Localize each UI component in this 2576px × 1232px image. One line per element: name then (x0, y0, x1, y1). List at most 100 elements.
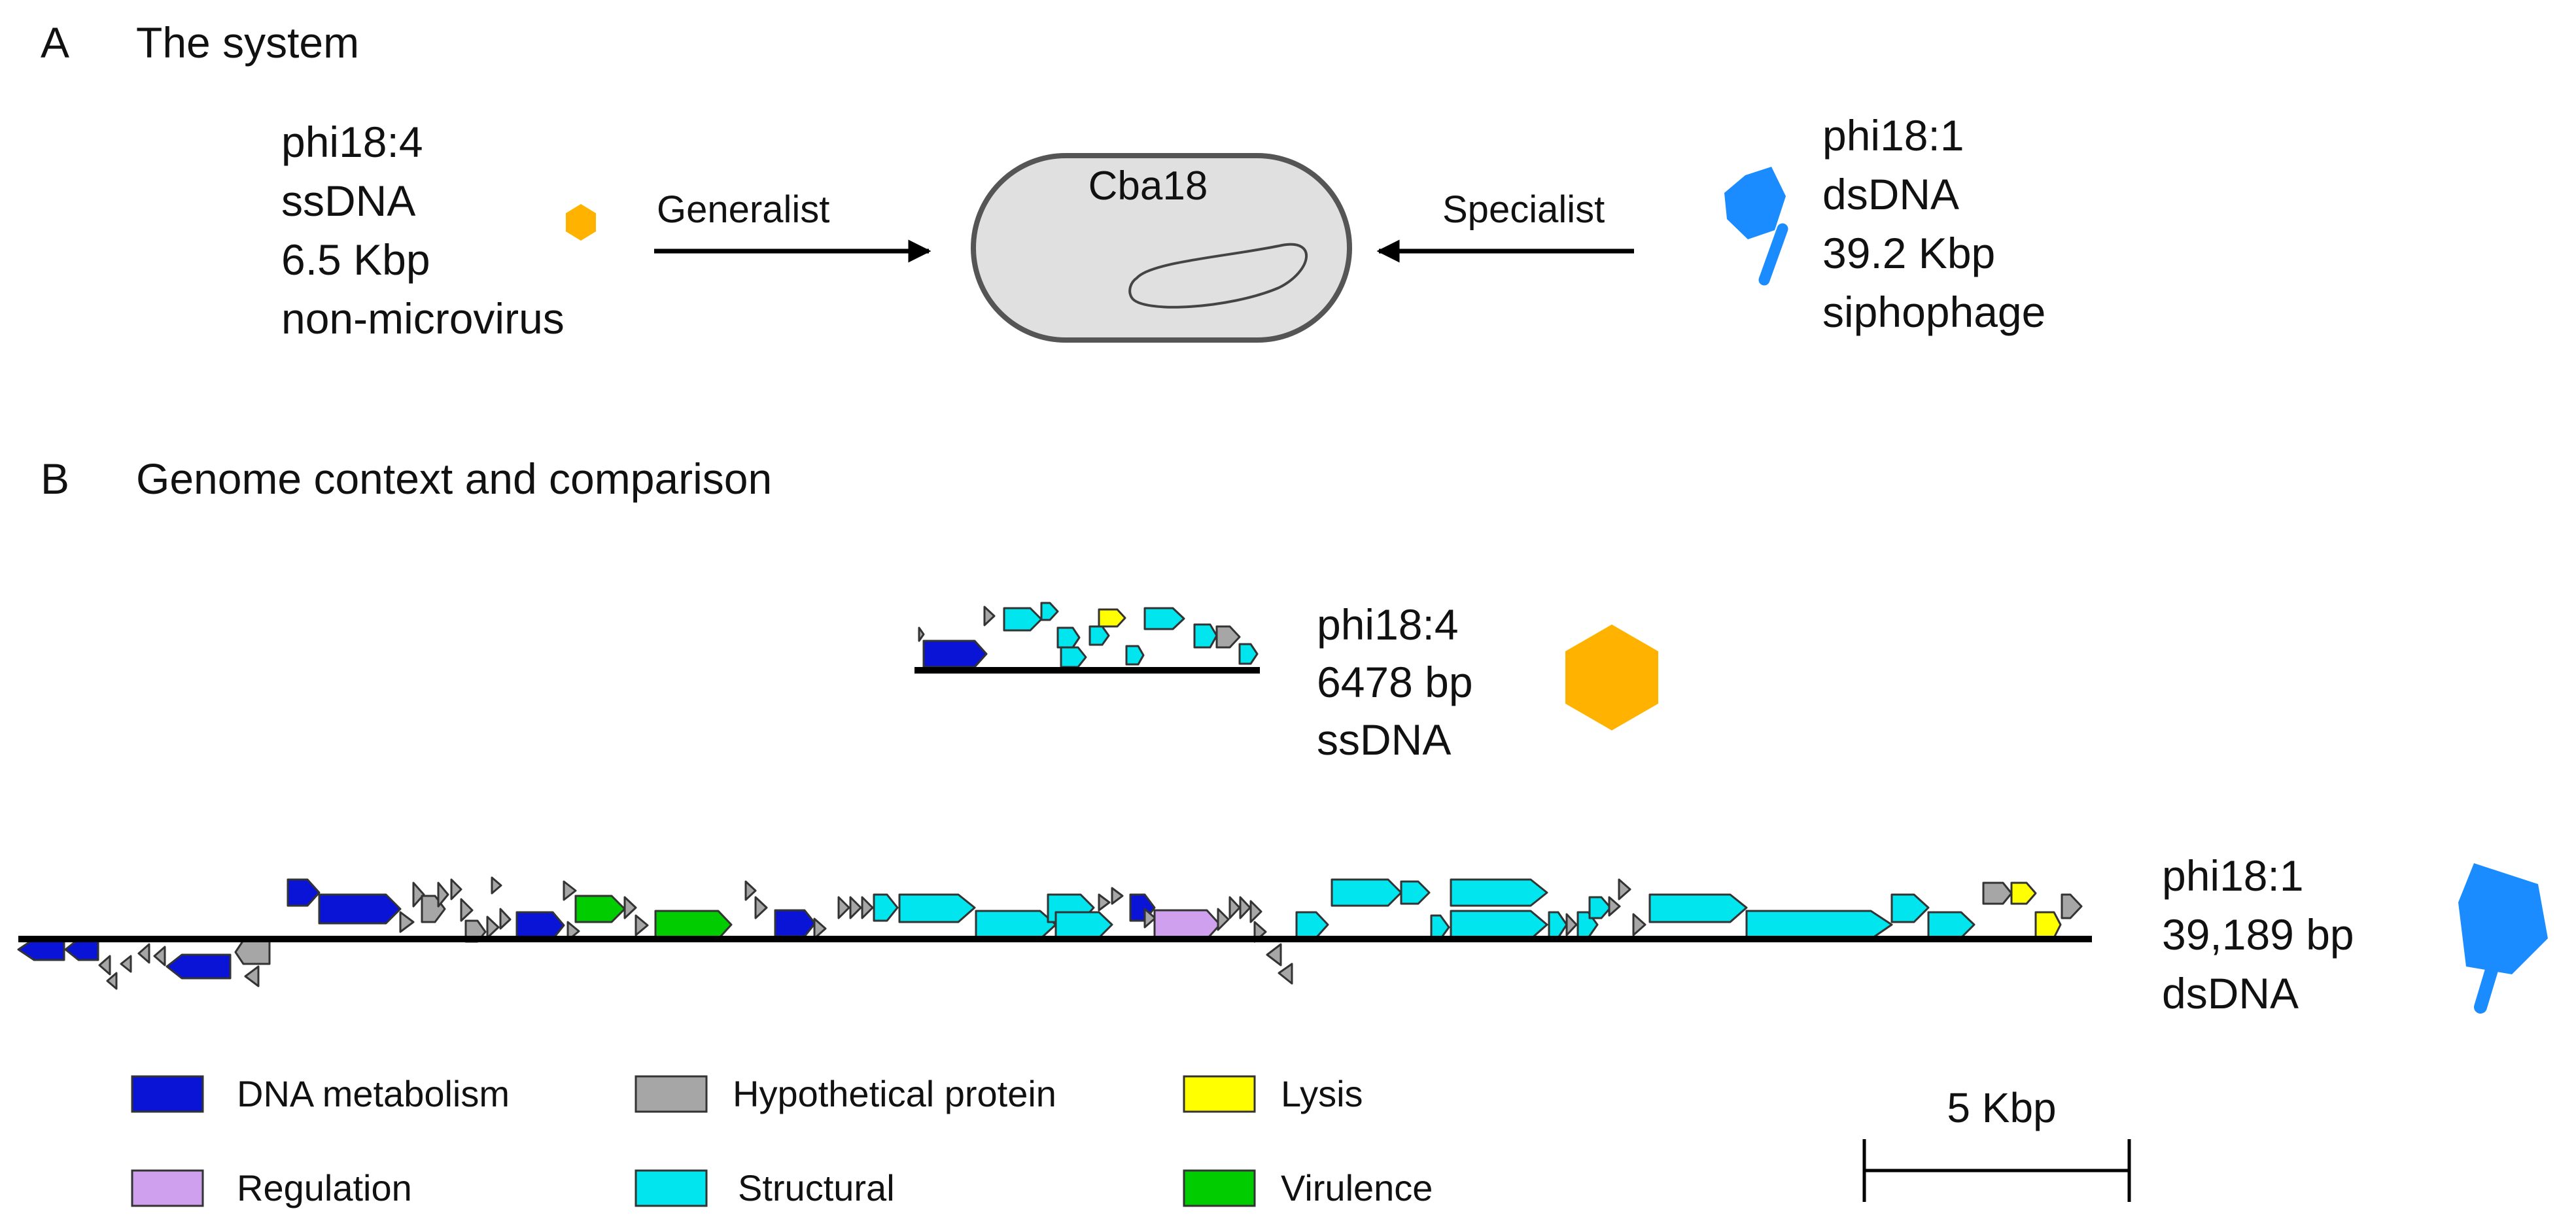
gene-hypothetical (1215, 625, 1241, 649)
panel-a-title: The system (136, 18, 359, 67)
legend-item-regulation: Regulation (131, 1167, 412, 1208)
gene-structural (1450, 878, 1548, 907)
phi18-1-genome-type: dsDNA (2162, 969, 2299, 1018)
panel-b-title: Genome context and comparison (136, 454, 772, 503)
gene-hypothetical (849, 896, 862, 919)
ssdna-phage-hexagon-icon (1565, 625, 1658, 730)
gene-hypothetical (563, 880, 577, 901)
gene-structural (873, 893, 899, 922)
legend-label-hypothetical-protein: Hypothetical protein (733, 1073, 1056, 1114)
gene-hypothetical (1565, 913, 1578, 936)
phage-right-size: 39.2 Kbp (1822, 229, 1995, 277)
legend-item-lysis: Lysis (1183, 1073, 1363, 1114)
legend-item-virulence: Virulence (1183, 1167, 1433, 1208)
gene-hypothetical (491, 876, 502, 895)
gene-hypothetical (1618, 878, 1631, 900)
gene-structural (1143, 607, 1185, 630)
panel-b-letter: B (41, 454, 69, 503)
genome-map-phi18-4 (914, 602, 1260, 674)
gene-lysis (2034, 911, 2062, 939)
gene-virulence (654, 910, 733, 940)
gene-hypothetical (460, 898, 474, 922)
gene-dna-metabolism (922, 640, 988, 668)
phage-left-name: phi18:4 (281, 118, 423, 166)
specialist-label: Specialist (1442, 188, 1605, 231)
siphophage-tail (1758, 223, 1788, 286)
legend-swatch-dna-metabolism (131, 1075, 204, 1113)
gene-structural (1745, 910, 1893, 940)
siphophage-tail (2474, 961, 2499, 1014)
gene-hypothetical (2061, 893, 2083, 919)
gene-hypothetical (1278, 963, 1293, 985)
phage-left-genome-type: ssDNA (281, 177, 415, 225)
gene-hypothetical (1098, 893, 1111, 912)
phi18-4-name: phi18:4 (1317, 600, 1459, 649)
legend-swatch-virulence (1183, 1169, 1256, 1207)
legend-swatch-lysis (1183, 1075, 1256, 1113)
scale-bar-label: 5 Kbp (1947, 1084, 2056, 1131)
gene-hypothetical (623, 896, 637, 919)
gene-hypothetical (918, 626, 925, 642)
gene-structural (1056, 626, 1081, 649)
gene-hypothetical (744, 880, 757, 901)
legend-swatch-hypothetical-protein (635, 1075, 708, 1113)
gene-virulence (574, 895, 626, 923)
phage-left-info: phi18:4 ssDNA 6.5 Kbp non-microvirus (281, 118, 565, 343)
panel-a-letter: A (41, 18, 69, 67)
phage-right-info: phi18:1 dsDNA 39.2 Kbp siphophage (1822, 111, 2045, 336)
legend-label-regulation: Regulation (237, 1167, 412, 1208)
gene-structural (1331, 878, 1402, 907)
panel-a: A The system phi18:4 ssDNA 6.5 Kbp non-m… (41, 18, 2045, 343)
gene-structural (1193, 623, 1218, 649)
gene-hypothetical (1143, 908, 1157, 929)
gene-hypothetical (1632, 913, 1646, 936)
legend-swatch-regulation (131, 1169, 204, 1207)
gene-hypothetical (1239, 896, 1251, 919)
gene-hypothetical (1228, 896, 1241, 919)
phage-left-class: non-microvirus (281, 294, 565, 343)
ssdna-phage-hexagon-icon (566, 204, 596, 241)
gene-hypothetical (234, 939, 271, 965)
gene-structural (1003, 607, 1043, 632)
gene-lysis (1098, 608, 1126, 628)
legend-label-dna-metabolism: DNA metabolism (237, 1073, 510, 1114)
siphophage-capsid (2458, 863, 2548, 974)
gene-hypothetical (983, 606, 996, 626)
gene-dna-metabolism (515, 911, 565, 940)
gene-structural (1588, 896, 1612, 919)
gene-hypothetical (837, 896, 850, 919)
host-cell-body (971, 153, 1352, 343)
host-chromosome (1128, 243, 1308, 309)
gene-hypothetical (486, 915, 500, 939)
legend-swatch-structural (635, 1169, 708, 1207)
gene-dna-metabolism (774, 909, 816, 938)
gene-structural (1450, 910, 1548, 940)
phage-right-class: siphophage (1822, 288, 2045, 336)
gene-hypothetical (153, 946, 166, 967)
gene-dna-metabolism (287, 878, 321, 907)
phage-left-size: 6.5 Kbp (281, 235, 430, 284)
scale-bar: 5 Kbp (1862, 1084, 2131, 1202)
siphophage-icon (2458, 863, 2548, 1014)
gene-structural (1927, 911, 1976, 939)
phi18-4-info: phi18:4 6478 bp ssDNA (1317, 600, 1473, 764)
genome-map-phi18-1 (17, 876, 2092, 990)
gene-hypothetical (106, 972, 118, 990)
gene-structural (1060, 646, 1087, 668)
gene-structural (1295, 911, 1329, 939)
gene-hypothetical (861, 896, 874, 919)
gene-structural (1125, 645, 1145, 666)
phi18-1-length: 39,189 bp (2162, 910, 2354, 959)
gene-structural (1054, 911, 1113, 939)
gene-regulation (1153, 909, 1221, 940)
gene-hypothetical (635, 914, 649, 936)
gene-structural (1400, 880, 1431, 905)
gene-hypothetical (437, 881, 449, 908)
phage-right-genome-type: dsDNA (1822, 170, 1959, 218)
phi18-4-length: 6478 bp (1317, 658, 1473, 706)
gene-hypothetical (1217, 908, 1230, 931)
gene-structural (1040, 602, 1059, 621)
gene-lysis (2010, 881, 2037, 905)
gene-structural (1648, 893, 1748, 923)
